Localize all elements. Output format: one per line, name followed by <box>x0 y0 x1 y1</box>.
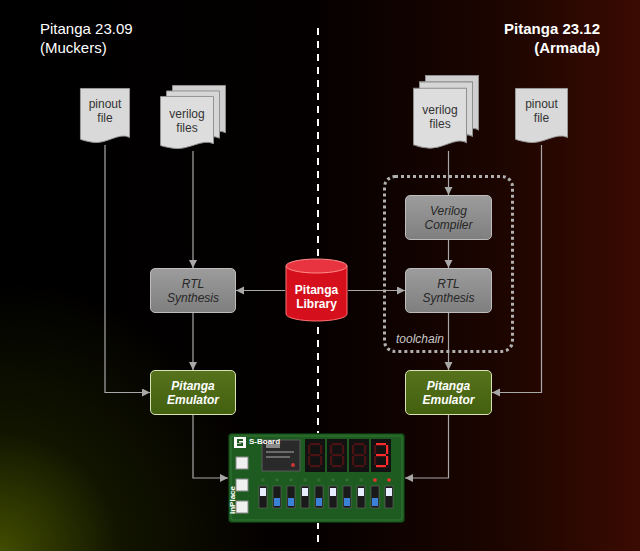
node-label: pinout file <box>83 97 127 125</box>
board-illustration <box>228 433 405 523</box>
board-label: S-Board <box>249 437 280 447</box>
file-stack: verilog files <box>413 75 479 151</box>
connector-arrow <box>405 415 449 478</box>
file-stack: verilog files <box>160 85 226 151</box>
process-box: RTL Synthesis <box>150 268 236 313</box>
slide-switches <box>259 486 393 508</box>
version-heading: Pitanga 23.12 <box>504 20 600 38</box>
node-label: verilog files <box>163 107 211 135</box>
connector-arrow <box>105 145 150 393</box>
pcb <box>229 434 405 523</box>
seven-segment-displays <box>305 439 391 472</box>
connector-arrow <box>236 290 285 291</box>
fpga-board: S-Board inPlace <box>228 433 405 523</box>
process-box: RTL Synthesis <box>405 268 492 313</box>
board-label: inPlace <box>228 486 238 514</box>
node-label: Verilog Compiler <box>416 204 482 232</box>
connector-arrow <box>348 290 405 291</box>
emulator-box: Pitanga Emulator <box>150 370 236 415</box>
connector-arrow <box>193 415 228 478</box>
node-label: RTL Synthesis <box>418 277 480 305</box>
version-heading: (Muckers) <box>40 39 107 57</box>
node-label: Pitanga Library <box>289 283 345 311</box>
library-cylinder: Pitanga Library <box>285 258 348 322</box>
connector-arrow <box>448 151 449 195</box>
push-buttons <box>236 457 248 513</box>
node-label: Pitanga Emulator <box>160 379 226 407</box>
leds <box>261 478 391 482</box>
version-heading: Pitanga 23.09 <box>40 20 133 38</box>
node-label: Pitanga Emulator <box>416 379 482 407</box>
group-label: toolchain <box>396 332 444 346</box>
connector-arrow <box>448 240 449 268</box>
emulator-box: Pitanga Emulator <box>405 370 492 415</box>
file-document: pinout file <box>515 88 568 145</box>
connector-arrow <box>448 313 449 370</box>
connector-arrow <box>492 145 542 393</box>
process-box: Verilog Compiler <box>405 195 492 240</box>
logo <box>234 437 246 448</box>
file-document: pinout file <box>80 88 130 145</box>
connector-arrow <box>192 151 193 268</box>
connector-arrow <box>192 313 193 370</box>
toolchain-group: toolchain Verilog CompilerRTL Synthesis <box>383 175 514 353</box>
node-label: RTL Synthesis <box>162 277 224 305</box>
node-label: pinout file <box>519 97 565 125</box>
node-label: verilog files <box>416 103 464 131</box>
version-heading: (Armada) <box>534 39 600 57</box>
